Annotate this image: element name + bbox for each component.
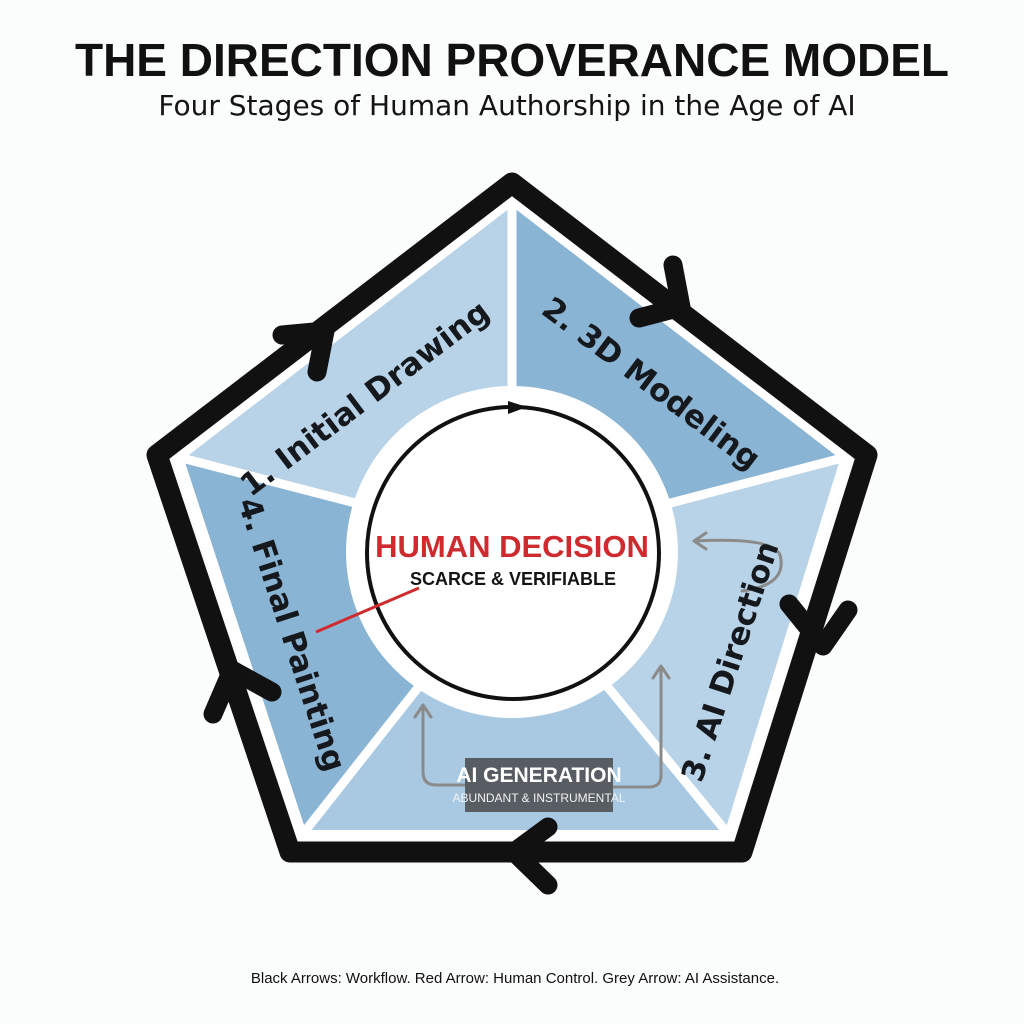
ai-assist-arrow-curve <box>694 538 783 593</box>
ai-assistance-arrows <box>413 531 783 789</box>
legend-text: Black Arrows: Workflow. Red Arrow: Human… <box>251 970 779 987</box>
segment-separators <box>173 195 851 840</box>
workflow-arrow-top-left <box>272 321 335 382</box>
ai-assist-arrow-curve-head <box>692 531 708 551</box>
ai-assist-arrow-right <box>610 666 663 789</box>
human-decision-subtitle: SCARCE & VERIFIABLE <box>410 569 616 589</box>
ai-assist-arrow-left <box>421 705 468 787</box>
ai-generation-title: AI GENERATION <box>456 764 621 787</box>
workflow-arrow-left <box>203 660 282 724</box>
workflow-arrow-top-right <box>629 255 691 328</box>
workflow-arrows <box>203 255 858 895</box>
ai-assist-arrow-left-head <box>413 703 433 719</box>
human-decision-title: HUMAN DECISION <box>375 529 649 564</box>
workflow-arrow-bottom <box>504 817 558 895</box>
human-control-arrow <box>315 586 420 634</box>
center-circle-arrowhead <box>508 401 527 414</box>
diagram-title: THE DIRECTION PROVERANCE MODEL <box>75 34 949 86</box>
ai-generation-subtitle: ABUNDANT & INSTRUMENTAL <box>453 791 626 805</box>
ai-generation-box <box>465 758 613 812</box>
pentagon-inner-border <box>173 195 851 840</box>
diagram-subtitle: Four Stages of Human Authorship in the A… <box>158 89 855 122</box>
ai-generation-segment <box>302 680 729 835</box>
workflow-arrow-right <box>779 594 858 656</box>
ai-assist-arrow-right-head <box>651 664 671 680</box>
